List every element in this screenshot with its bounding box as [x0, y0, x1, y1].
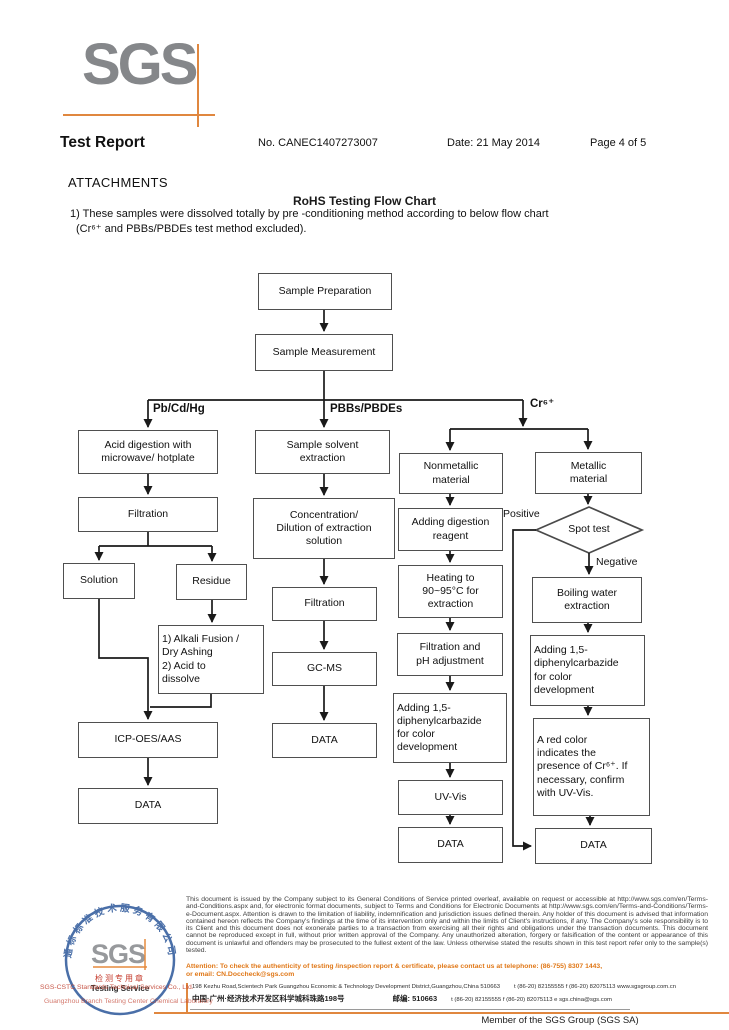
flow-node-uv-vis: UV-Vis — [398, 780, 503, 815]
attachments-heading: ATTACHMENTS — [68, 175, 168, 190]
branch-label-cr6: Cr⁶⁺ — [530, 398, 555, 410]
postcode-cn: 邮编: 510663 — [392, 994, 438, 1003]
page-indicator: Page 4 of 5 — [590, 137, 647, 149]
flow-node-solvent-extraction: Sample solvent extraction — [255, 430, 390, 474]
stamp-seal-en: Testing Service — [91, 984, 150, 993]
flow-node-spot-test: Spot test — [568, 523, 610, 535]
testing-service-stamp: 通标标准技术服务有限公司 SGS 检测专用章 Testing Service — [63, 903, 176, 1016]
flow-node-concentration: Concentration/ Dilution of extraction so… — [253, 498, 395, 559]
decision-label-negative: Negative — [596, 556, 638, 568]
attention-notice: Attention: To check the authenticity of … — [186, 963, 603, 978]
flow-node-filtration-pb: Filtration — [78, 497, 218, 532]
flow-node-acid-digestion: Acid digestion with microwave/ hotplate — [78, 430, 218, 474]
flow-node-adding-reagent: Adding digestion reagent — [398, 508, 503, 551]
address-cn: 中国·广州·经济技术开发区科学城科珠路198号 — [192, 994, 345, 1003]
flow-node-alkali-fusion: 1) Alkali Fusion / Dry Ashing 2) Acid to… — [158, 625, 264, 694]
flow-node-filtration-ph: Filtration and pH adjustment — [397, 633, 503, 676]
stamp-seal-cn: 检测专用章 — [95, 973, 145, 983]
address-row-cn: 中国·广州·经济技术开发区科学城科珠路198号 邮编: 510663 t (86… — [192, 993, 722, 1004]
address-en: 198 Kezhu Road,Scientech Park Guangzhou … — [192, 984, 501, 990]
flow-node-sample-measurement: Sample Measurement — [255, 334, 393, 371]
flow-node-filtration-pbb: Filtration — [272, 587, 377, 621]
flow-node-carbazide-nonmet: Adding 1,5- diphenylcarbazide for color … — [393, 693, 507, 763]
stamp-company-name: SGS-CSTC Standards Technical Services Co… — [40, 984, 194, 991]
flow-node-boiling-water: Boiling water extraction — [532, 577, 642, 623]
sgs-logo: SGS — [82, 32, 198, 97]
note-line-2: (Cr⁶⁺ and PBBs/PBDEs test method exclude… — [76, 223, 307, 235]
stamp-lab-name: Guangzhou Branch Testing Center Chemical… — [44, 998, 213, 1005]
report-title: Test Report — [60, 134, 145, 151]
flow-node-metallic: Metallic material — [535, 452, 642, 494]
footer-orange-line — [154, 1012, 729, 1014]
member-of-sgs-group: Member of the SGS Group (SGS SA) — [481, 1015, 639, 1026]
contact-cn: t (86-20) 82155555 f (86-20) 82075113 e … — [451, 997, 612, 1003]
flow-node-icp-oes-aas: ICP-OES/AAS — [78, 722, 218, 758]
decision-label-positive: Positive — [503, 508, 540, 520]
flow-node-data-pbb: DATA — [272, 723, 377, 758]
flow-chart-title: RoHS Testing Flow Chart — [292, 194, 437, 208]
legal-disclaimer: This document is issued by the Company s… — [186, 896, 708, 955]
flow-node-data-nonmet: DATA — [398, 827, 503, 863]
logo-horizontal-line — [63, 114, 215, 116]
flow-node-carbazide-met: Adding 1,5- diphenylcarbazide for color … — [530, 635, 645, 706]
flow-node-nonmetallic: Nonmetallic material — [399, 453, 503, 494]
stamp-sgs-logo: SGS — [91, 939, 145, 969]
note-line-1: 1) These samples were dissolved totally … — [70, 208, 549, 220]
flow-node-data-pb: DATA — [78, 788, 218, 824]
logo-vertical-line — [197, 44, 199, 127]
report-number: No. CANEC1407273007 — [258, 137, 378, 149]
flow-node-data-met: DATA — [535, 828, 652, 864]
branch-label-pbbs-pbdes: PBBs/PBDEs — [330, 403, 403, 415]
flow-node-solution: Solution — [63, 563, 135, 599]
report-date: Date: 21 May 2014 — [447, 137, 540, 149]
footer-gray-line — [190, 1009, 630, 1010]
address-row-en: 198 Kezhu Road,Scientech Park Guangzhou … — [192, 984, 722, 990]
flow-node-sample-preparation: Sample Preparation — [258, 273, 392, 310]
flow-node-residue: Residue — [176, 564, 247, 600]
branch-label-pb-cd-hg: Pb/Cd/Hg — [153, 403, 205, 415]
address-divider-line — [186, 983, 188, 1012]
contact-en: t (86-20) 82155555 f (86-20) 82075113 ww… — [514, 984, 677, 990]
flow-node-heating: Heating to 90~95°C for extraction — [398, 565, 503, 618]
flow-node-red-color-note: A red color indicates the presence of Cr… — [533, 718, 650, 816]
flow-node-gc-ms: GC-MS — [272, 652, 377, 686]
